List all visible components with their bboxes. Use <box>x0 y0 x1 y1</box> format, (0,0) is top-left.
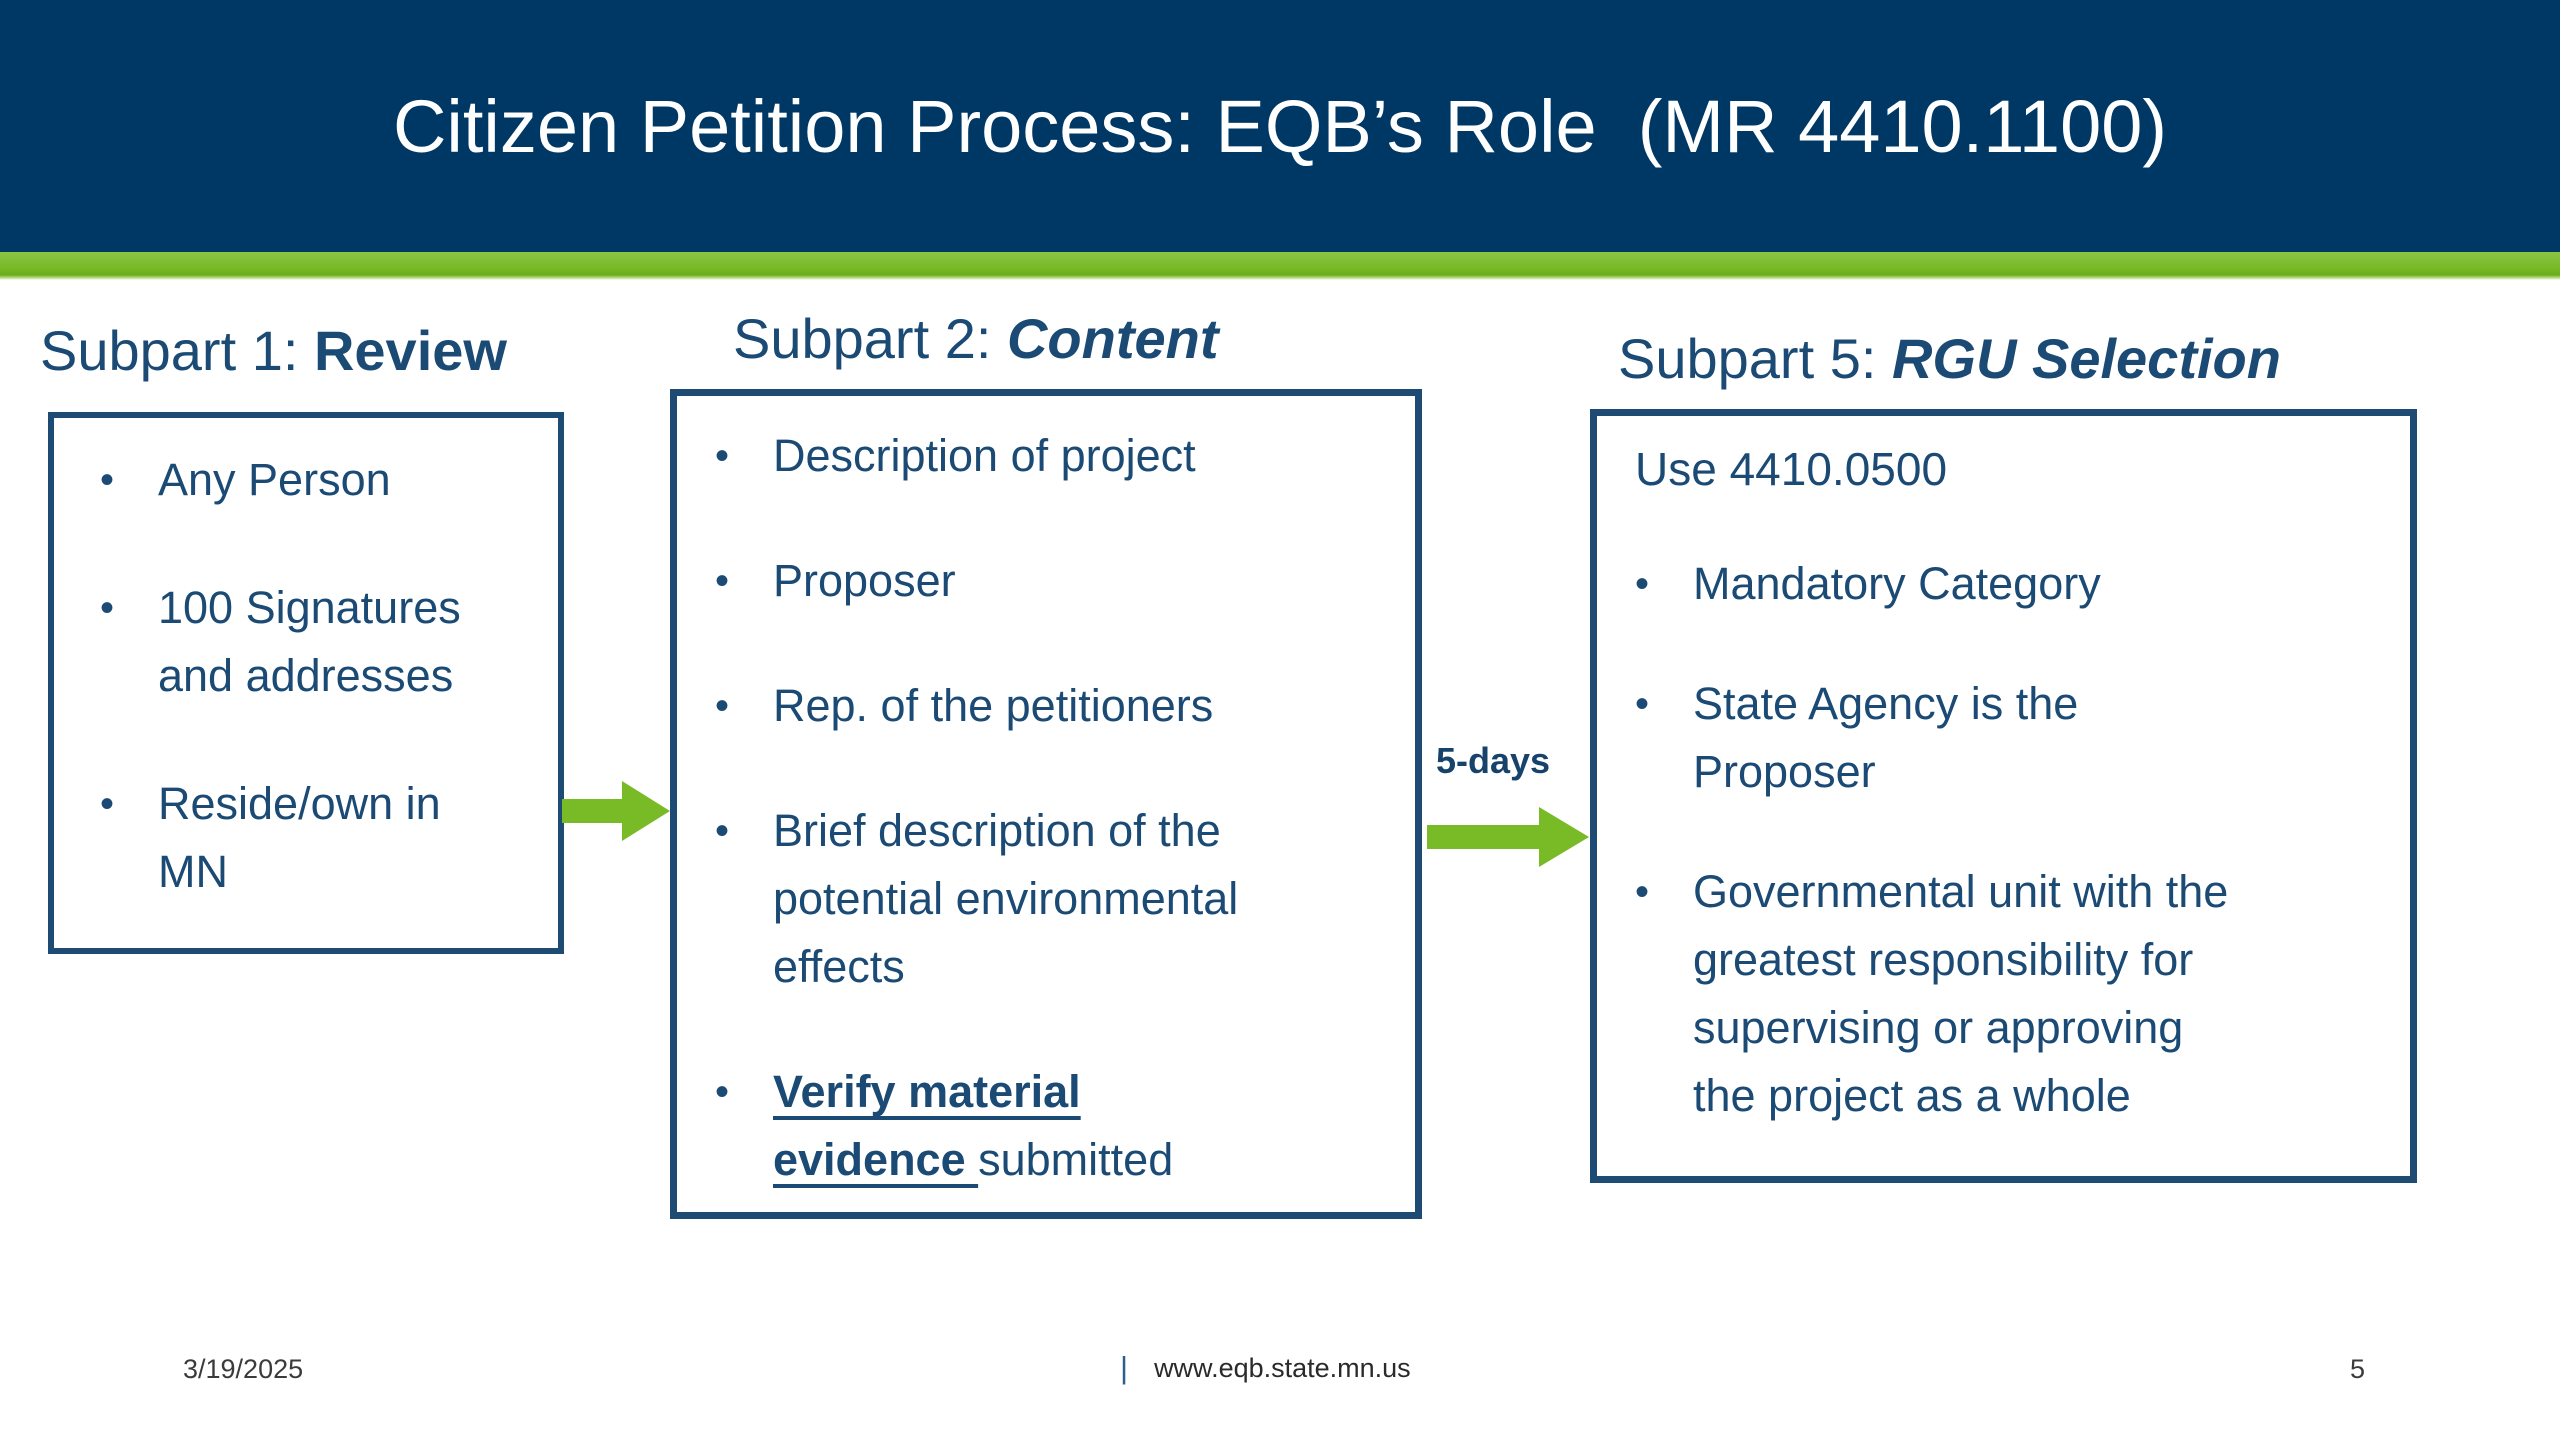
rgu-selection-box: Use 4410.0500 • Mandatory Category • State … <box>1590 409 2417 1183</box>
bullet-dot: • <box>1635 682 1650 726</box>
column-heading-subpart-5: Subpart 5: RGU Selection <box>1618 326 2281 391</box>
list-item-text: 100 Signatures and addresses <box>158 582 461 701</box>
arrow-right-icon <box>1539 807 1589 867</box>
list-item-text: Governmental unit with the greatest resp… <box>1693 866 2229 1121</box>
list-item-text: Verify material evidence submitted <box>773 1066 1174 1185</box>
footer-separator: | <box>1120 1350 1129 1385</box>
arrow-duration-label: 5-days <box>1436 740 1551 781</box>
bullet-dot: • <box>100 458 115 502</box>
list-item: • Any Person <box>100 446 558 514</box>
list-item: • Governmental unit with the greatest res… <box>1635 858 2410 1130</box>
footer-center: | www.eqb.state.mn.us <box>1120 1350 1411 1386</box>
list-item: • Proposer <box>715 547 1415 615</box>
bullet-list: • Any Person • 100 Signatures and addresses… <box>54 446 558 906</box>
list-item-text: Reside/own in MN <box>158 778 441 897</box>
list-item-text: Mandatory Category <box>1693 558 2101 609</box>
slide-title: Citizen Petition Process: EQB’s Role (MR… <box>392 84 2168 168</box>
heading-emphasis: Content <box>1006 307 1219 370</box>
footer-url: www.eqb.state.mn.us <box>1154 1352 1411 1383</box>
bullet-dot: • <box>715 1070 730 1114</box>
bullet-dot: • <box>715 559 730 603</box>
list-item-text: Any Person <box>158 454 391 505</box>
list-item: • Verify material evidence submitted <box>715 1058 1415 1194</box>
bullet-dot: • <box>715 684 730 728</box>
list-item: • Brief description of the potential envi… <box>715 797 1415 1001</box>
title-bar: Citizen Petition Process: EQB’s Role (MR… <box>0 0 2560 252</box>
accent-stripe <box>0 252 2560 280</box>
bullet-dot: • <box>100 782 115 826</box>
rgu-intro-text: Use 4410.0500 <box>1635 443 1948 495</box>
list-item: • Reside/own in MN <box>100 770 558 906</box>
list-item: • Rep. of the petitioners <box>715 672 1415 740</box>
column-heading-subpart-2: Subpart 2: Content <box>733 306 1218 371</box>
list-item: • 100 Signatures and addresses <box>100 574 558 710</box>
bullet-dot: • <box>1635 870 1650 914</box>
heading-prefix: Subpart 5: <box>1618 327 1892 390</box>
heading-prefix: Subpart 2: <box>733 307 1007 370</box>
heading-emphasis: Review <box>313 319 507 382</box>
bullet-dot: • <box>715 434 730 478</box>
list-item-text: State Agency is the Proposer <box>1693 678 2079 797</box>
list-item: • State Agency is the Proposer <box>1635 670 2410 806</box>
list-item-text: Rep. of the petitioners <box>773 680 1214 731</box>
list-item: • Description of project <box>715 422 1415 490</box>
content-box: • Description of project • Proposer • Rep. of… <box>670 389 1422 1219</box>
flow-arrow-1 <box>562 799 626 823</box>
bullet-dot: • <box>100 586 115 630</box>
list-item-text: Brief description of the potential envir… <box>773 805 1239 992</box>
footer-page-number: 5 <box>2350 1354 2366 1384</box>
review-box: • Any Person • 100 Signatures and addresses… <box>48 412 564 954</box>
arrow-right-icon <box>622 781 670 841</box>
list-item-text: Description of project <box>773 430 1196 481</box>
bullet-dot: • <box>715 809 730 853</box>
bullet-dot: • <box>1635 562 1650 606</box>
flow-arrow-2 <box>1427 825 1543 849</box>
bullet-list: • Description of project • Proposer • Rep. of… <box>677 422 1415 1194</box>
bullet-list: • Mandatory Category • State Agency is the … <box>1597 550 2410 1130</box>
list-item-text: Proposer <box>773 555 956 606</box>
heading-prefix: Subpart 1: <box>40 319 314 382</box>
list-item: • Mandatory Category <box>1635 550 2410 618</box>
footer-date: 3/19/2025 <box>183 1354 304 1384</box>
heading-emphasis: RGU Selection <box>1891 327 2281 390</box>
column-heading-subpart-1: Subpart 1: Review <box>40 318 507 383</box>
